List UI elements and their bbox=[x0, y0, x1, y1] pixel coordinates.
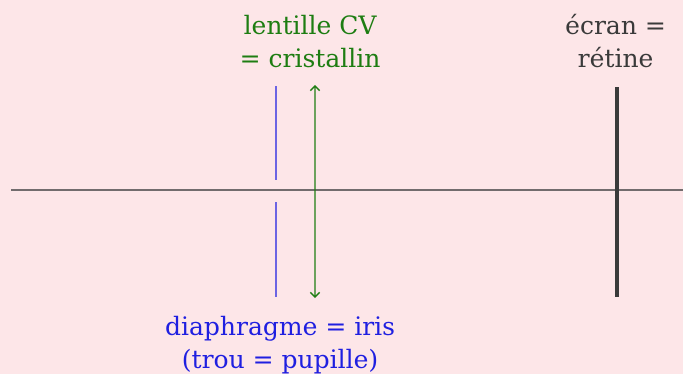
screen-label: écran = rétine bbox=[548, 9, 683, 75]
lens-label: lentille CV = cristallin bbox=[210, 9, 410, 75]
screen-label-line1: écran = bbox=[565, 11, 666, 40]
diaphragm-label: diaphragme = iris (trou = pupille) bbox=[130, 310, 430, 374]
lens-label-line2: = cristallin bbox=[239, 44, 381, 73]
lens-label-line1: lentille CV bbox=[243, 11, 377, 40]
screen-label-line2: rétine bbox=[577, 44, 654, 73]
diaphragm-label-line2: (trou = pupille) bbox=[181, 345, 379, 374]
diaphragm-label-line1: diaphragme = iris bbox=[165, 312, 395, 341]
